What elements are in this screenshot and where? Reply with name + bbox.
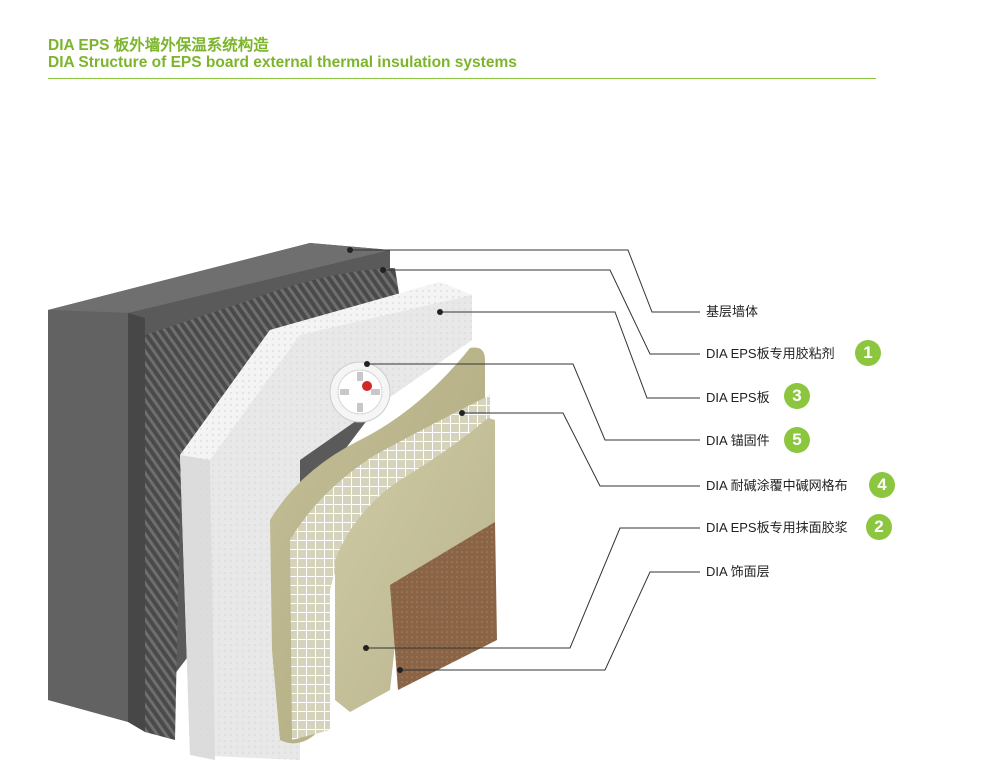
badge-1: 1 <box>855 340 881 366</box>
badge-2: 2 <box>866 514 892 540</box>
label-eps-board: DIA EPS板 <box>706 390 770 405</box>
anchor-icon <box>329 361 391 423</box>
adhesive-layer <box>145 268 400 740</box>
title-english: DIA Structure of EPS board external ther… <box>48 54 517 71</box>
leader-lines <box>350 249 700 671</box>
title-chinese: DIA EPS 板外墙外保温系统构造 <box>48 37 269 54</box>
finish-mortar-layer <box>335 418 495 712</box>
mesh-layer <box>290 395 490 740</box>
label-anchor: DIA 锚固件 <box>706 433 770 448</box>
label-finish: DIA 饰面层 <box>706 564 770 579</box>
title-divider <box>48 78 876 79</box>
label-base-coat: DIA EPS板专用抹面胶浆 <box>706 520 848 535</box>
badge-3: 3 <box>784 383 810 409</box>
label-mesh: DIA 耐碱涂覆中碱网格布 <box>706 478 848 493</box>
eps-board-layer <box>180 282 472 760</box>
badge-4: 4 <box>869 472 895 498</box>
label-eps-adhesive: DIA EPS板专用胶粘剂 <box>706 346 835 361</box>
label-base-wall: 基层墙体 <box>706 304 759 319</box>
badge-5: 5 <box>784 427 810 453</box>
leader-dots <box>347 247 465 673</box>
